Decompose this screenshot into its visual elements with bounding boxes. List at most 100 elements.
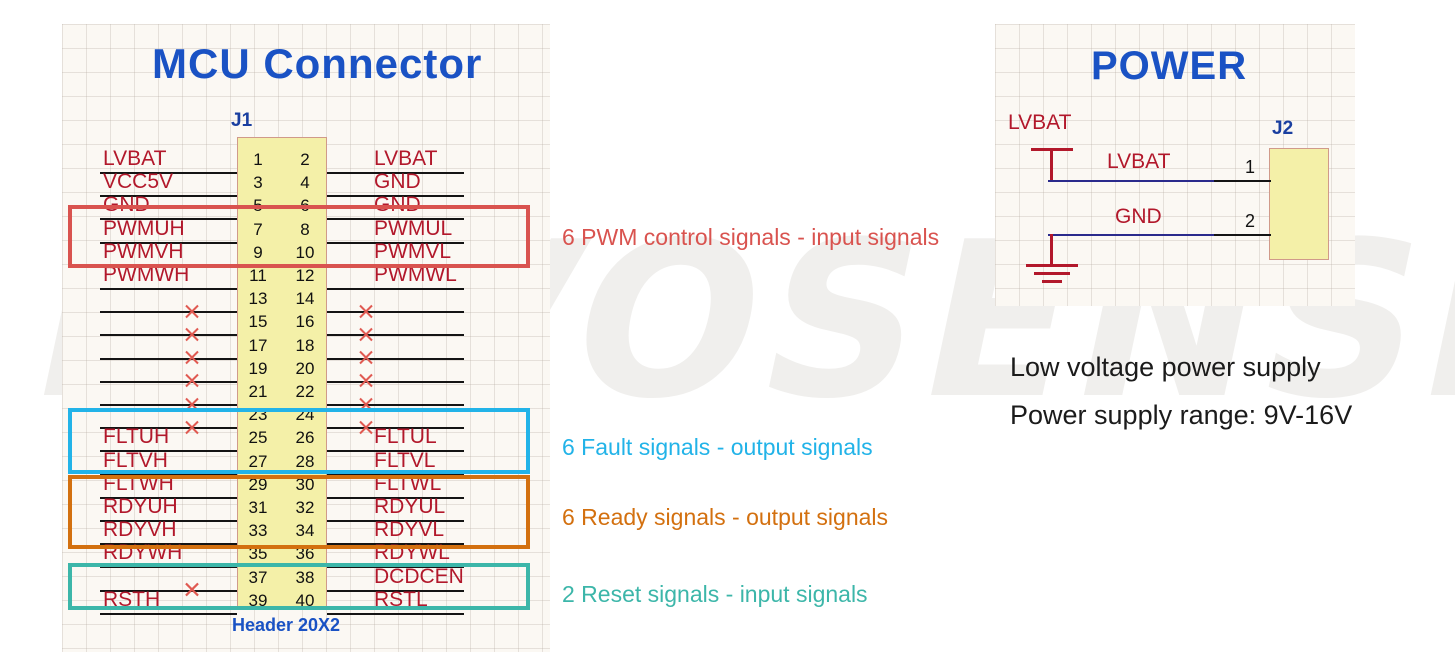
j1-net-label-right: PWMWL [374, 263, 457, 286]
j1-pin-number: 37 [248, 567, 268, 587]
j1-net-label-right: GND [374, 170, 421, 194]
annotation-fault: 6 Fault signals - output signals [562, 434, 873, 460]
no-connect-icon [183, 326, 200, 343]
j1-net-label-right: DCDCEN [374, 564, 464, 588]
power-pin2-wire [1214, 234, 1271, 236]
j1-wire-left [100, 380, 237, 383]
j1-pin-number: 28 [295, 451, 315, 471]
power-pin1-wire [1214, 180, 1271, 182]
j1-wire-left [100, 450, 237, 453]
j1-net-label-left: FLTVH [103, 448, 168, 472]
j1-wire-right [327, 520, 464, 522]
j1-net-label-right: FLTUL [374, 425, 437, 449]
gnd-symbol-bar-2 [1034, 272, 1070, 275]
j1-pin-number: 9 [253, 242, 263, 262]
j1-wire-right [327, 427, 464, 430]
j2-pin-2-number: 2 [1244, 211, 1255, 231]
j1-wire-left [100, 241, 237, 244]
j1-pin-number: 11 [249, 266, 267, 285]
j1-pin-number: 1 [253, 150, 263, 169]
j1-pin-number: 29 [248, 474, 268, 494]
j1-wire-left [100, 589, 237, 592]
j1-pin-number: 19 [248, 358, 268, 378]
j1-pin-number: 16 [295, 312, 315, 332]
j1-pin-number: 30 [295, 474, 315, 494]
j1-connector-body [237, 137, 327, 607]
j1-pin-number: 36 [295, 544, 315, 564]
group-box-pwm [68, 205, 530, 268]
mcu-sheet-title: MCU Connector [152, 40, 483, 87]
j1-wire-left [100, 473, 237, 476]
j1-net-label-left: RSTH [103, 587, 161, 611]
j1-wire-left [100, 427, 237, 430]
j1-net-label-right: GND [374, 193, 421, 217]
annotation-ready: 6 Ready signals - output signals [562, 504, 889, 530]
j1-net-label-left: RDYVH [103, 518, 177, 542]
gnd-symbol-bar-1 [1026, 264, 1078, 267]
j1-wire-right [327, 404, 464, 406]
power-note-2: Power supply range: 9V-16V [1010, 400, 1353, 430]
j1-pin-number: 33 [248, 521, 268, 541]
j2-pin-1-number: 1 [1244, 157, 1255, 177]
j1-pin-number: 13 [248, 289, 268, 309]
j1-wire-left [100, 404, 237, 406]
no-connect-icon [357, 303, 374, 320]
power-port-lvbat-label: LVBAT [1008, 111, 1072, 134]
j1-wire-right [327, 334, 464, 337]
j1-net-label-right: RSTL [374, 587, 428, 611]
j1-pin-number: 32 [295, 498, 315, 517]
no-connect-icon [183, 349, 200, 366]
no-connect-icon [357, 326, 374, 343]
j1-net-label-right: PWMUL [374, 216, 453, 240]
power-wire-lvbat [1048, 180, 1216, 182]
annotation-reset: 2 Reset signals - input signals [562, 581, 868, 607]
j1-wire-left [100, 311, 237, 314]
no-connect-icon [183, 303, 200, 320]
j1-wire-right [327, 543, 464, 546]
j1-footprint-label: Header 20X2 [232, 615, 341, 635]
j1-wire-left [100, 566, 237, 569]
power-net-lvbat-label: LVBAT [1107, 150, 1171, 173]
j1-net-label-right: LVBAT [374, 147, 438, 170]
j1-wire-right [327, 311, 464, 314]
j1-wire-left [100, 218, 237, 221]
j1-wire-right [327, 241, 464, 244]
j1-pin-number: 25 [248, 428, 268, 448]
j1-wire-right [327, 612, 464, 615]
j1-net-label-right: PWMVL [374, 239, 452, 263]
no-connect-icon [183, 372, 200, 389]
j1-wire-right [327, 566, 464, 569]
power-wire-gnd [1048, 234, 1216, 236]
j1-pin-number: 22 [295, 382, 315, 401]
j2-connector-body [1269, 148, 1329, 260]
j1-pin-number: 18 [295, 335, 315, 355]
j1-wire-left [100, 496, 237, 499]
j1-net-label-left: LVBAT [103, 147, 167, 170]
j1-net-label-right: RDYUL [374, 495, 446, 518]
j1-wire-right [327, 473, 464, 476]
j1-net-label-left: RDYUH [103, 495, 178, 518]
j1-pin-number: 35 [248, 544, 268, 564]
j1-pin-number: 3 [253, 173, 263, 193]
j1-wire-left [100, 288, 237, 290]
j2-refdes: J2 [1272, 118, 1294, 139]
j1-pin-number: 39 [248, 590, 268, 610]
j1-wire-right [327, 195, 464, 198]
power-note-1: Low voltage power supply [1010, 352, 1321, 382]
lvbat-symbol-stem [1050, 148, 1053, 180]
j1-wire-left [100, 172, 237, 174]
j1-pin-number: 4 [300, 173, 310, 193]
j1-wire-right [327, 380, 464, 383]
power-net-gnd-label: GND [1115, 205, 1162, 228]
j1-wire-right [327, 288, 464, 290]
j1-pin-number: 12 [295, 266, 315, 285]
annotation-pwm: 6 PWM control signals - input signals [562, 224, 940, 250]
j1-wire-left [100, 357, 237, 360]
j1-pin-number: 15 [248, 312, 268, 332]
j1-pin-number: 26 [295, 428, 315, 448]
j1-wire-right [327, 357, 464, 360]
j1-wire-right [327, 172, 464, 174]
j1-refdes: J1 [231, 110, 253, 131]
j1-wire-right [327, 450, 464, 453]
